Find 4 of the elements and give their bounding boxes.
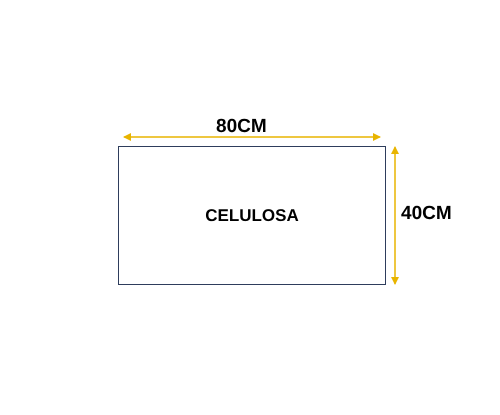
material-rectangle xyxy=(118,146,386,285)
node-label: CELULOSA xyxy=(205,206,299,226)
dimension-label: 80CM xyxy=(216,116,267,138)
dimension-label: 40CM xyxy=(401,203,452,225)
